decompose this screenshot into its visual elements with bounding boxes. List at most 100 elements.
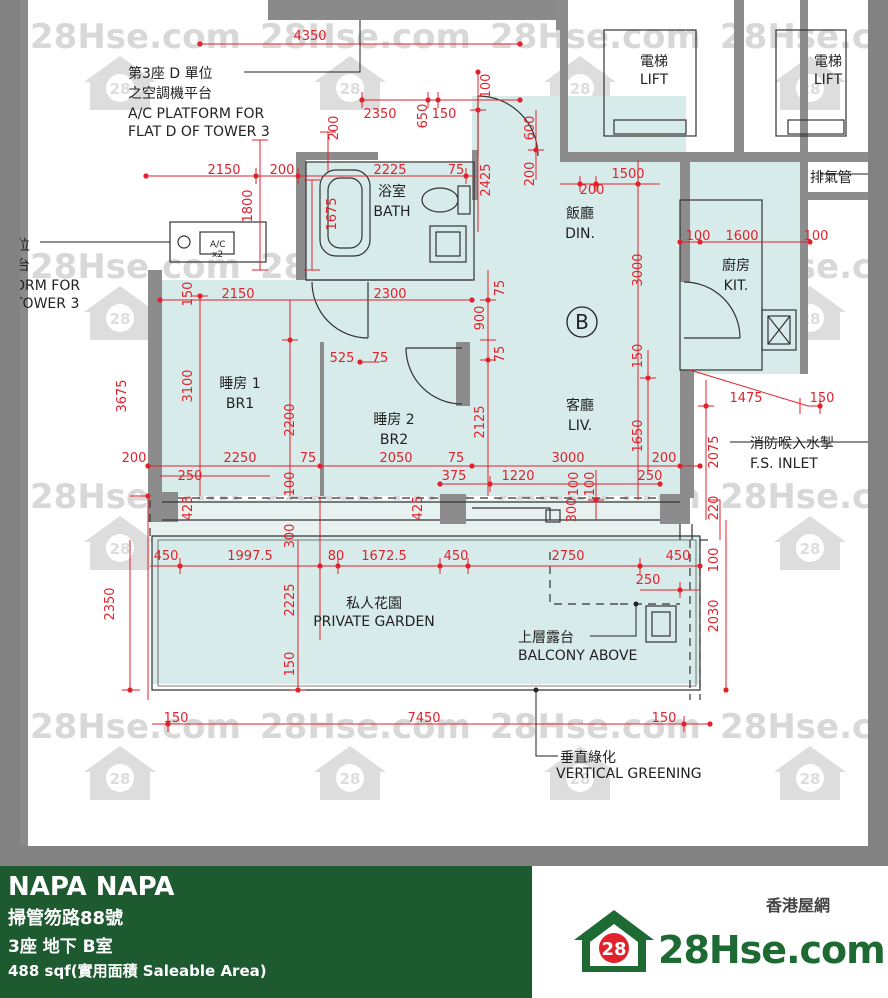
dimension-tick bbox=[703, 403, 709, 409]
watermark-text: 28Hse.com bbox=[260, 17, 471, 57]
dim-label: 2300 bbox=[373, 287, 406, 302]
dim-label: 2125 bbox=[473, 405, 488, 438]
bath-label-zh: 浴室 bbox=[378, 183, 406, 200]
dimension-tick bbox=[165, 721, 171, 727]
ac-platform-zh-2: 之空調機平台 bbox=[128, 86, 212, 102]
watermark-badge: 28 bbox=[110, 310, 131, 328]
dimension-tick bbox=[593, 497, 599, 503]
dim-label: 250 bbox=[178, 469, 203, 484]
dim-label: 200 bbox=[327, 116, 342, 141]
dimension-tick bbox=[469, 297, 475, 303]
garden-label-en: PRIVATE GARDEN bbox=[313, 614, 435, 630]
dimension-tick bbox=[359, 97, 365, 103]
living-label-zh: 客廳 bbox=[566, 397, 594, 414]
watermark-badge: 28 bbox=[800, 770, 821, 788]
dimension-tick bbox=[465, 563, 471, 569]
vertical-greening-en: VERTICAL GREENING bbox=[556, 766, 702, 782]
dimension-tick bbox=[475, 69, 481, 75]
watermark-badge: 28 bbox=[800, 540, 821, 558]
dimension-tick bbox=[485, 297, 491, 303]
dim-label: 80 bbox=[328, 549, 345, 564]
watermark-badge: 28 bbox=[340, 80, 361, 98]
dimension-tick bbox=[697, 563, 703, 569]
dim-label: 100 bbox=[283, 472, 298, 497]
dim-label: 525 bbox=[330, 351, 355, 366]
dim-label: 2225 bbox=[373, 163, 406, 178]
dimension-tick bbox=[463, 173, 469, 179]
dimension-tick bbox=[469, 463, 475, 469]
dimension-tick bbox=[697, 239, 703, 245]
dim-label: 75 bbox=[493, 280, 508, 297]
dim-label: 150 bbox=[810, 391, 835, 406]
vertical-greening-zh: 垂直綠化 bbox=[560, 749, 616, 766]
dim-label: 150 bbox=[164, 711, 189, 726]
dimension-tick bbox=[287, 337, 293, 343]
dim-label: 1675 bbox=[325, 197, 340, 230]
dimension-tick bbox=[517, 41, 523, 47]
dim-label: 2075 bbox=[707, 435, 722, 468]
dim-label: 1800 bbox=[241, 189, 256, 222]
dimension-tick bbox=[317, 463, 323, 469]
dimension-tick bbox=[645, 375, 651, 381]
listing-info-panel: NAPA NAPA 掃管笏路88號 3座 地下 B室 488 sqf(實用面積 … bbox=[0, 866, 532, 998]
saleable-area: 488 sqf(實用面積 Saleable Area) bbox=[8, 962, 267, 980]
dim-label: 3000 bbox=[551, 451, 584, 466]
living-label-en: LIV. bbox=[568, 418, 592, 434]
dim-label: 450 bbox=[444, 549, 469, 564]
watermark-badge: 28 bbox=[570, 80, 591, 98]
dim-label: 375 bbox=[442, 469, 467, 484]
ac-platform-en-2: FLAT D OF TOWER 3 bbox=[128, 124, 270, 140]
logo-badge-text: 28 bbox=[601, 939, 626, 960]
dim-label: 2200 bbox=[283, 403, 298, 436]
dimension-tick bbox=[817, 403, 823, 409]
lift2-label-en: LIFT bbox=[814, 72, 843, 88]
watermark-text: 28Hse.com bbox=[490, 17, 701, 57]
fs-inlet-en: F.S. INLET bbox=[750, 456, 818, 472]
lift1-label-en: LIFT bbox=[640, 72, 669, 88]
br2-label-en: BR2 bbox=[380, 432, 408, 448]
dimension-tick bbox=[253, 173, 259, 179]
dim-label: 150 bbox=[631, 344, 646, 369]
watermark: 28Hse.com 28 bbox=[260, 17, 471, 110]
dimension-tick bbox=[157, 297, 163, 303]
dim-label: 425 bbox=[411, 496, 426, 521]
dim-label: 200 bbox=[270, 163, 295, 178]
dimension-tick bbox=[707, 721, 713, 727]
dim-label: 100 bbox=[583, 472, 598, 497]
dimension-tick bbox=[435, 97, 441, 103]
dim-label: 1475 bbox=[729, 391, 762, 406]
dimension-tick bbox=[197, 293, 203, 299]
left-platform-zh-2: 台 bbox=[20, 258, 30, 274]
watermark-text: 28Hse.com bbox=[720, 17, 868, 57]
br1-label-zh: 睡房 1 bbox=[219, 376, 260, 392]
exhaust-pipe-label: 排氣管 bbox=[810, 170, 852, 186]
interior-lines bbox=[151, 29, 847, 691]
leader-dot bbox=[533, 687, 539, 693]
watermark-text: 28Hse.com bbox=[30, 17, 241, 57]
dim-label: 7450 bbox=[407, 711, 440, 726]
dim-label: 2225 bbox=[283, 583, 298, 616]
dim-label: 2425 bbox=[479, 163, 494, 196]
dimension-tick bbox=[723, 687, 729, 693]
dim-label: 2030 bbox=[707, 599, 722, 632]
dim-label: 2050 bbox=[379, 451, 412, 466]
watermark-text: 28Hse.com bbox=[490, 707, 701, 747]
dim-label: 3100 bbox=[181, 369, 196, 402]
dim-label: 100 bbox=[686, 229, 711, 244]
dim-label: 220 bbox=[707, 496, 722, 521]
lift2-label-zh: 電梯 bbox=[814, 54, 842, 70]
dim-label: 75 bbox=[493, 346, 508, 363]
dimension-tick bbox=[317, 563, 323, 569]
dim-label: 200 bbox=[122, 451, 147, 466]
dimension-tick bbox=[677, 239, 683, 245]
bath-label-en: BATH bbox=[373, 204, 410, 220]
dimension-tick bbox=[577, 181, 583, 187]
kitchen-label-zh: 廚房 bbox=[722, 257, 750, 274]
